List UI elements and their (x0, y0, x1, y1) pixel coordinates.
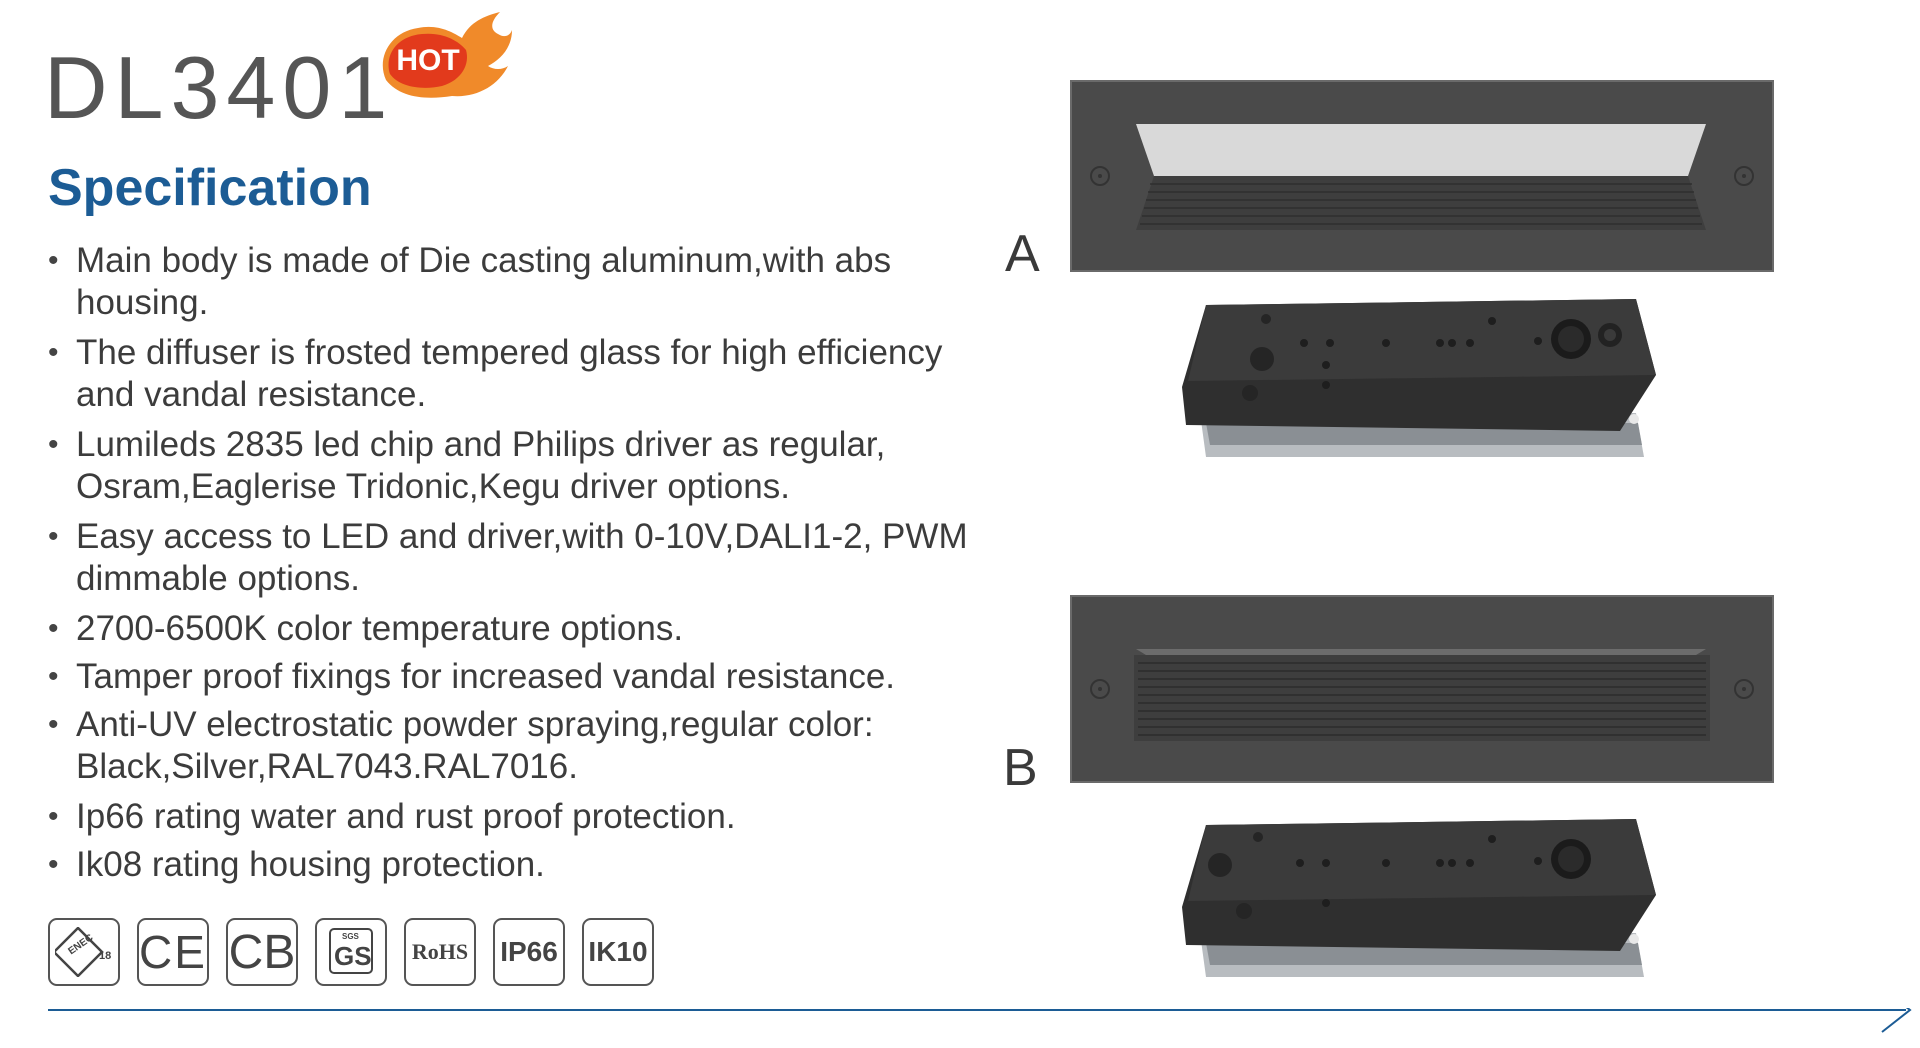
ik10-icon: IK10 (582, 918, 654, 986)
hot-badge: HOT (382, 12, 512, 98)
gs-icon: SGS GS (315, 918, 387, 986)
feature-text: Lumileds 2835 led chip and Philips drive… (76, 425, 886, 506)
ce-icon: CE (137, 918, 209, 986)
bullet-icon: • (48, 520, 59, 553)
bullet-icon: • (48, 612, 59, 645)
feature-list: • Main body is made of Die casting alumin… (48, 240, 968, 892)
svg-text:SGS: SGS (342, 932, 360, 941)
feature-item: • Anti-UV electrostatic powder spraying,r… (48, 704, 968, 788)
feature-item: • Lumileds 2835 led chip and Philips driv… (48, 424, 968, 508)
product-b-front-image (1070, 595, 1774, 783)
feature-text: Ip66 rating water and rust proof protect… (76, 797, 736, 836)
bullet-icon: • (48, 428, 59, 461)
feature-item: • Main body is made of Die casting alumin… (48, 240, 968, 324)
feature-text: Easy access to LED and driver,with 0-10V… (76, 517, 968, 598)
svg-text:GS: GS (334, 941, 372, 971)
feature-item: • Ik08 rating housing protection. (48, 844, 968, 886)
enec-icon: ENEC 18 (48, 918, 120, 986)
feature-item: • Easy access to LED and driver,with 0-10… (48, 516, 968, 600)
feature-item: • Ip66 rating water and rust proof protec… (48, 796, 968, 838)
bullet-icon: • (48, 336, 59, 369)
feature-text: Anti-UV electrostatic powder spraying,re… (76, 705, 874, 786)
cb-icon: CB (226, 918, 298, 986)
svg-text:18: 18 (99, 950, 111, 962)
bottom-divider-arrow (48, 1008, 1912, 1033)
bullet-icon: • (48, 848, 59, 881)
feature-text: 2700-6500K color temperature options. (76, 609, 684, 648)
feature-text: Ik08 rating housing protection. (76, 845, 545, 884)
feature-item: • Tamper proof fixings for increased vand… (48, 656, 968, 698)
bullet-icon: • (48, 244, 59, 277)
feature-text: Tamper proof fixings for increased vanda… (76, 657, 896, 696)
bullet-icon: • (48, 800, 59, 833)
variant-a-label: A (1005, 225, 1040, 283)
feature-item: • The diffuser is frosted tempered glass … (48, 332, 968, 416)
ip66-icon: IP66 (493, 918, 565, 986)
product-b-back-image (1182, 819, 1656, 977)
feature-text: The diffuser is frosted tempered glass f… (76, 333, 943, 414)
feature-text: Main body is made of Die casting aluminu… (76, 241, 892, 322)
hot-badge-text: HOT (396, 44, 459, 77)
specification-heading: Specification (48, 159, 372, 217)
certification-row: ENEC 18 CE CB SGS GS RoHS IP66 IK10 (48, 918, 654, 986)
product-a-back-image (1182, 299, 1656, 457)
bullet-icon: • (48, 660, 59, 693)
bullet-icon: • (48, 708, 59, 741)
variant-b-label: B (1003, 739, 1038, 797)
product-a-front-image (1070, 80, 1774, 272)
feature-item: • 2700-6500K color temperature options. (48, 608, 968, 650)
model-title: DL3401 (44, 38, 395, 137)
rohs-icon: RoHS (404, 918, 476, 986)
